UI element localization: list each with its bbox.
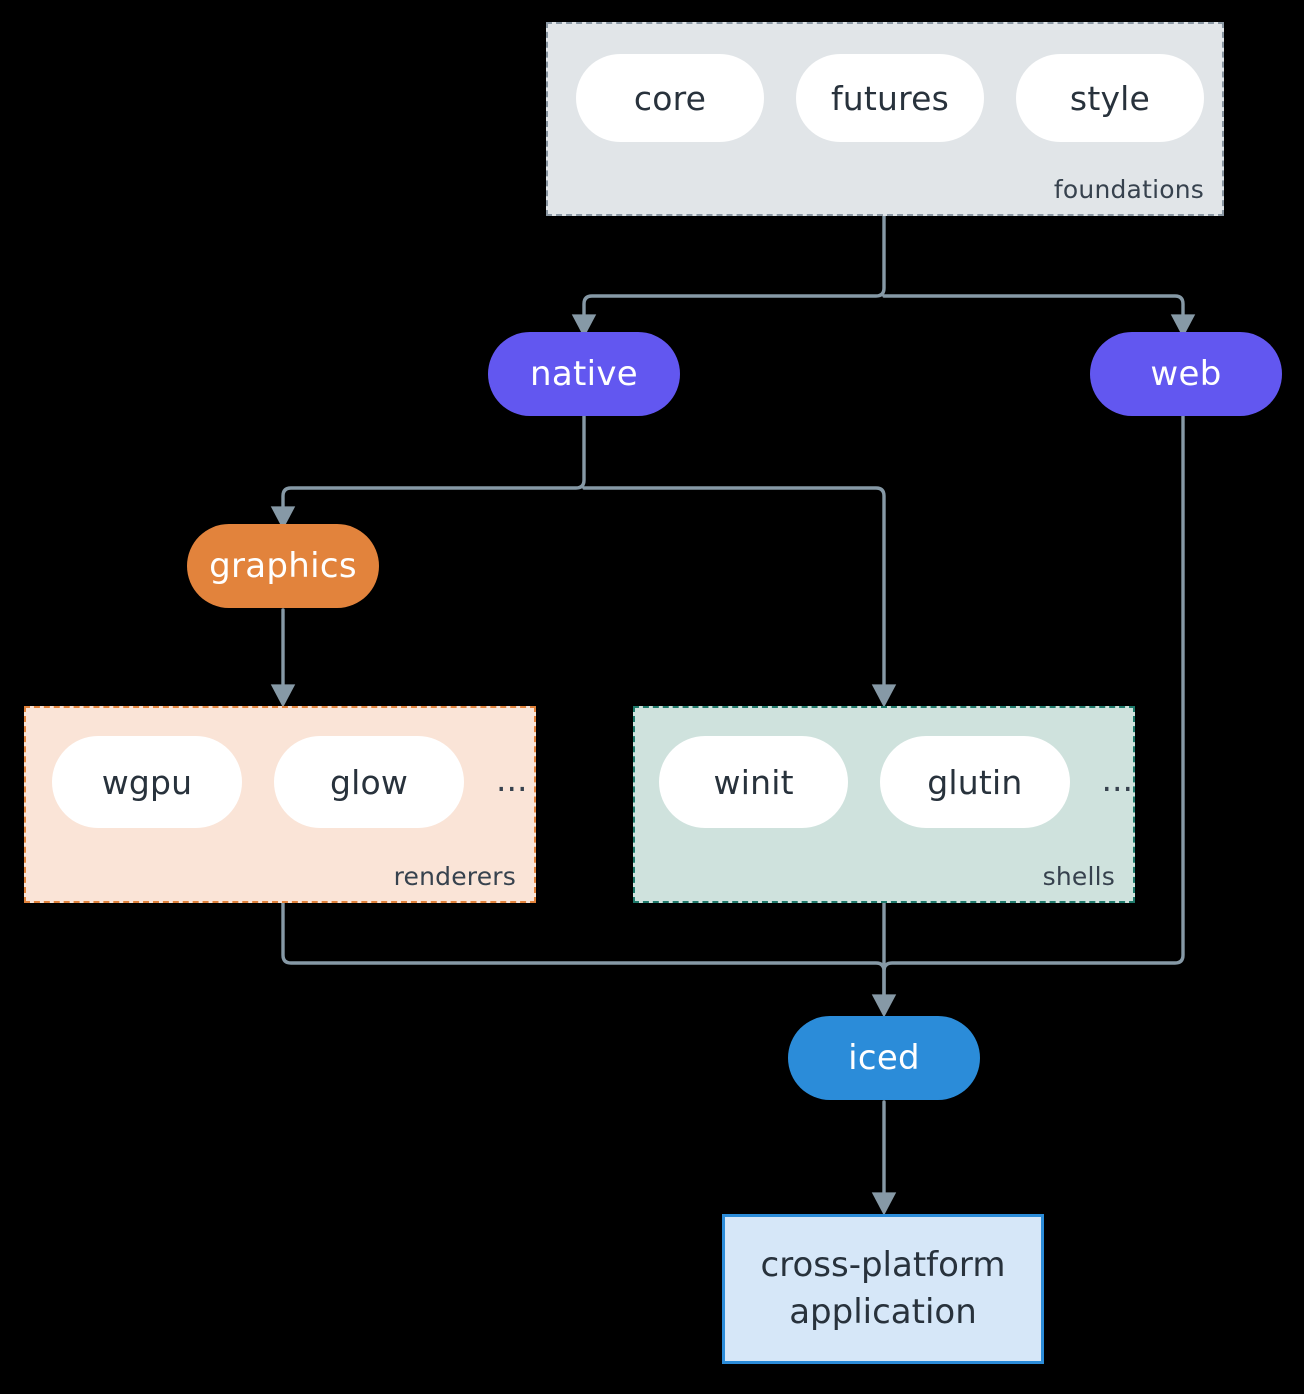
node-iced[interactable]: iced — [788, 1016, 980, 1100]
node-graphics[interactable]: graphics — [187, 524, 379, 608]
shells-ellipsis: ... — [1101, 759, 1133, 799]
group-label-renderers: renderers — [393, 862, 516, 891]
edge-renderers-to-iced — [281, 901, 897, 1018]
chip-core-label: core — [633, 78, 707, 118]
edge-native-to-graphics — [270, 414, 586, 530]
chip-core[interactable]: core — [576, 54, 764, 142]
group-foundations: core futures style foundations — [546, 22, 1224, 216]
application-label-block: cross-platform application — [761, 1242, 1006, 1336]
node-graphics-label: graphics — [209, 546, 357, 586]
chip-glow-label: glow — [329, 762, 409, 802]
group-shells: winit glutin ... shells — [633, 706, 1135, 903]
edge-web-to-iced — [882, 414, 1185, 1012]
shells-members: winit glutin ... — [659, 736, 1133, 828]
chip-futures-label: futures — [830, 78, 950, 118]
edge-foundations-to-web — [882, 294, 1196, 338]
application-label-line1: cross-platform — [760, 1245, 1006, 1286]
chip-glow[interactable]: glow — [274, 736, 464, 828]
chip-glutin[interactable]: glutin — [880, 736, 1070, 828]
foundations-members: core futures style — [576, 54, 1222, 142]
edge-native-to-shells — [582, 486, 897, 708]
renderers-members: wgpu glow ... — [52, 736, 534, 828]
chip-futures[interactable]: futures — [796, 54, 984, 142]
chip-wgpu-label: wgpu — [101, 762, 193, 802]
chip-winit-label: winit — [713, 762, 794, 802]
group-label-shells: shells — [1042, 862, 1115, 891]
node-web[interactable]: web — [1090, 332, 1282, 416]
chip-glutin-label: glutin — [927, 762, 1023, 802]
node-native-label: native — [529, 354, 638, 394]
chip-winit[interactable]: winit — [659, 736, 849, 828]
chip-wgpu[interactable]: wgpu — [52, 736, 242, 828]
node-iced-label: iced — [848, 1038, 920, 1078]
chip-style-label: style — [1069, 78, 1151, 118]
chip-style[interactable]: style — [1016, 54, 1204, 142]
node-native[interactable]: native — [488, 332, 680, 416]
group-label-foundations: foundations — [1053, 175, 1204, 204]
node-web-label: web — [1150, 354, 1222, 394]
edge-foundations-split — [571, 214, 886, 338]
application-label-line2: application — [789, 1292, 977, 1332]
renderers-ellipsis: ... — [496, 759, 528, 799]
node-application[interactable]: cross-platform application — [722, 1214, 1044, 1364]
group-renderers: wgpu glow ... renderers — [24, 706, 536, 903]
